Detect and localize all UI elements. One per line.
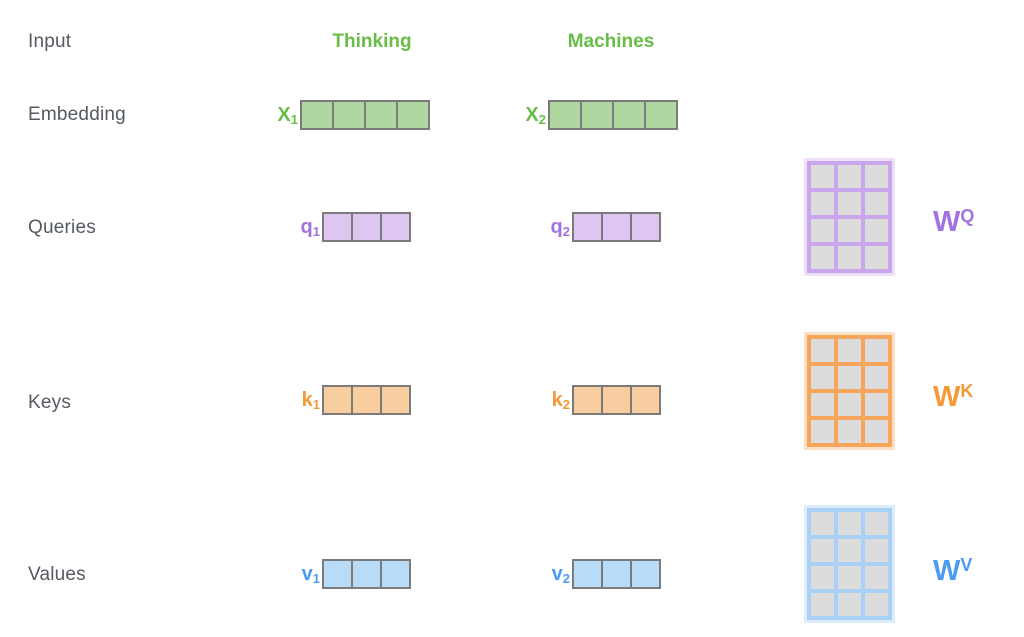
cell bbox=[630, 214, 659, 240]
vector-label-x1: X1 bbox=[277, 104, 298, 127]
cell bbox=[838, 192, 861, 215]
vector-cells-x2 bbox=[548, 100, 678, 130]
cell bbox=[396, 102, 428, 128]
cell bbox=[811, 366, 834, 389]
cell bbox=[811, 219, 834, 242]
cell bbox=[324, 561, 351, 587]
cell bbox=[838, 246, 861, 269]
vector-cells-x1 bbox=[300, 100, 430, 130]
cell bbox=[865, 512, 888, 535]
cell bbox=[811, 192, 834, 215]
cell bbox=[838, 539, 861, 562]
value-vector-v1: v1 bbox=[290, 559, 411, 589]
row-label-queries: Queries bbox=[28, 217, 96, 238]
weight-matrix-wk bbox=[807, 335, 892, 447]
cell bbox=[380, 387, 409, 413]
cell bbox=[811, 420, 834, 443]
cell bbox=[838, 219, 861, 242]
cell bbox=[811, 566, 834, 589]
cell bbox=[580, 102, 612, 128]
query-vector-q1: q1 bbox=[290, 212, 411, 242]
vector-cells-q2 bbox=[572, 212, 661, 242]
cell bbox=[811, 593, 834, 616]
cell bbox=[630, 561, 659, 587]
cell bbox=[865, 366, 888, 389]
key-vector-k1: k1 bbox=[290, 385, 411, 415]
vector-cells-k1 bbox=[322, 385, 411, 415]
weight-matrix-wq bbox=[807, 161, 892, 273]
row-label-keys: Keys bbox=[28, 392, 72, 413]
cell bbox=[380, 561, 409, 587]
cell bbox=[332, 102, 364, 128]
cell bbox=[811, 339, 834, 362]
row-label-input: Input bbox=[28, 31, 72, 52]
cell bbox=[351, 214, 380, 240]
vector-cells-q1 bbox=[322, 212, 411, 242]
cell bbox=[838, 165, 861, 188]
cell bbox=[838, 393, 861, 416]
vector-cells-v1 bbox=[322, 559, 411, 589]
cell bbox=[550, 102, 580, 128]
embedding-vector-x1: X1 bbox=[268, 100, 430, 130]
row-label-values: Values bbox=[28, 564, 86, 585]
cell bbox=[324, 387, 351, 413]
cell bbox=[324, 214, 351, 240]
cell bbox=[351, 387, 380, 413]
cell bbox=[865, 539, 888, 562]
cell bbox=[364, 102, 396, 128]
cell bbox=[612, 102, 644, 128]
cell bbox=[838, 566, 861, 589]
cell bbox=[865, 246, 888, 269]
cell bbox=[601, 214, 630, 240]
cell bbox=[865, 420, 888, 443]
cell bbox=[865, 593, 888, 616]
cell bbox=[865, 219, 888, 242]
vector-label-x2: X2 bbox=[525, 104, 546, 127]
cell bbox=[644, 102, 676, 128]
key-vector-k2: k2 bbox=[540, 385, 661, 415]
embedding-vector-x2: X2 bbox=[516, 100, 678, 130]
vector-cells-v2 bbox=[572, 559, 661, 589]
vector-label-k1: k1 bbox=[301, 389, 320, 412]
cell bbox=[811, 393, 834, 416]
value-vector-v2: v2 bbox=[540, 559, 661, 589]
vector-label-v1: v1 bbox=[301, 563, 320, 586]
cell bbox=[811, 512, 834, 535]
cell bbox=[865, 393, 888, 416]
cell bbox=[574, 387, 601, 413]
vector-label-q1: q1 bbox=[300, 216, 320, 239]
token-machines: Machines bbox=[567, 31, 655, 52]
token-thinking: Thinking bbox=[332, 31, 412, 52]
vector-cells-k2 bbox=[572, 385, 661, 415]
matrix-label-wk: WK bbox=[933, 381, 974, 413]
cell bbox=[838, 420, 861, 443]
cell bbox=[630, 387, 659, 413]
cell bbox=[811, 246, 834, 269]
cell bbox=[838, 339, 861, 362]
weight-matrix-wv bbox=[807, 508, 892, 620]
matrix-label-wq: WQ bbox=[933, 206, 975, 238]
cell bbox=[865, 165, 888, 188]
cell bbox=[302, 102, 332, 128]
cell bbox=[865, 566, 888, 589]
cell bbox=[838, 366, 861, 389]
cell bbox=[351, 561, 380, 587]
row-label-embedding: Embedding bbox=[28, 104, 126, 125]
vector-label-v2: v2 bbox=[551, 563, 570, 586]
matrix-label-wv: WV bbox=[933, 555, 973, 587]
vector-label-k2: k2 bbox=[551, 389, 570, 412]
vector-label-q2: q2 bbox=[550, 216, 570, 239]
cell bbox=[601, 561, 630, 587]
query-vector-q2: q2 bbox=[540, 212, 661, 242]
cell bbox=[838, 593, 861, 616]
cell bbox=[865, 339, 888, 362]
cell bbox=[380, 214, 409, 240]
cell bbox=[574, 561, 601, 587]
cell bbox=[838, 512, 861, 535]
cell bbox=[811, 165, 834, 188]
cell bbox=[601, 387, 630, 413]
cell bbox=[574, 214, 601, 240]
cell bbox=[865, 192, 888, 215]
cell bbox=[811, 539, 834, 562]
